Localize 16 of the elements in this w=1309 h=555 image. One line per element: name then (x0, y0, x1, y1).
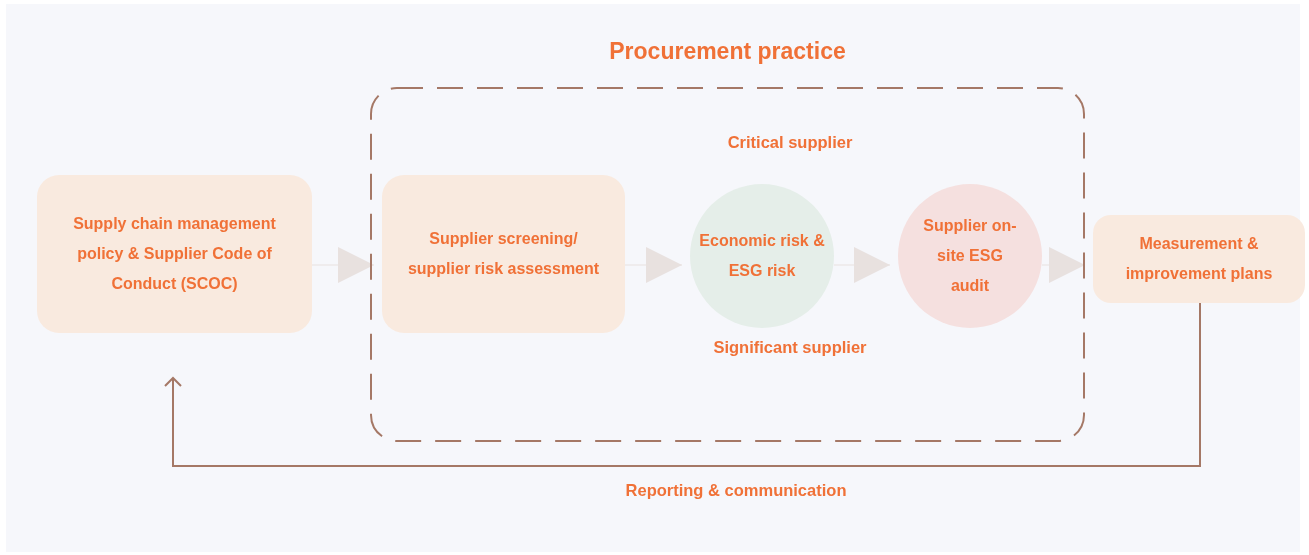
chevron-arrow (1041, 247, 1086, 283)
node-text: Supplier screening/ supplier risk assessment (406, 229, 601, 279)
tier-label: Critical supplier (726, 132, 854, 153)
feedback-arrow (164, 302, 1201, 467)
chevron-arrow (311, 247, 375, 283)
node-text: Economic risk & ESG risk (698, 231, 826, 281)
chevron-arrow (833, 247, 891, 283)
process-box (382, 175, 625, 333)
node-text: Supplier on-site ESG audit (922, 216, 1018, 296)
group-title: Procurement practice (608, 37, 847, 66)
tier-label: Significant supplier (712, 337, 868, 358)
node-text: Measurement & improvement plans (1124, 234, 1274, 284)
process-box (37, 175, 312, 333)
chevron-arrow (624, 247, 683, 283)
node-text: Supply chain management policy & Supplier Code of Conduct (SCOC) (72, 214, 277, 294)
process-box (1093, 215, 1305, 303)
